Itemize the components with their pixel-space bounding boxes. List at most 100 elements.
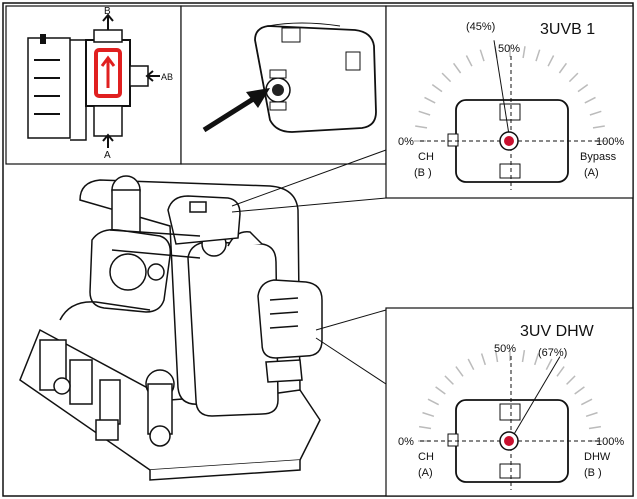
actuator-fin <box>269 311 299 315</box>
port-ab-pipe <box>129 65 149 87</box>
scale-tick <box>558 62 568 74</box>
bottom-connector-nut <box>149 425 171 447</box>
pct-mid-3uvb: 50% <box>498 43 520 55</box>
port-a-pipe <box>93 105 123 137</box>
actuator-clip <box>189 201 207 213</box>
pipe-left-bend <box>59 301 151 321</box>
position-needle-3uvdhw <box>509 356 561 442</box>
left-name-3uvb: CH <box>418 151 434 163</box>
actuator-knob-tab <box>269 69 287 79</box>
right-port-3uvb: (A) <box>584 167 599 179</box>
left-tab-3uvb <box>447 133 459 147</box>
drain-valve <box>53 377 71 395</box>
shaft-indicator-3uvdhw <box>504 436 514 446</box>
position-needle-3uvb <box>493 40 511 142</box>
scale-tick <box>431 83 443 93</box>
shaft-indicator-3uvb <box>504 136 514 146</box>
left-tab-3uvdhw <box>447 433 459 447</box>
scale-tick <box>545 358 553 371</box>
scale-tick <box>480 353 487 366</box>
actuator-top-ridge <box>267 22 341 27</box>
pct-mid-3uvdhw: 50% <box>494 343 516 355</box>
panel-3uvb: 3UVB 1 (45%) 50% 0% CH (B ) 100% Bypass … <box>385 5 634 199</box>
actuator-shaft-center <box>272 84 284 96</box>
scale-tick <box>418 425 432 430</box>
top-tab-3uvdhw <box>499 403 521 421</box>
hydraulic-group-illustration <box>19 175 323 481</box>
scale-tick <box>568 72 579 83</box>
leader-line-3uvb-bottom <box>231 197 387 213</box>
leader-line-dhw-bottom <box>315 337 387 385</box>
arrow-from-port-a <box>102 133 114 148</box>
highlighted-flow-path <box>94 48 122 98</box>
actuator-clip-side <box>345 51 361 71</box>
scale-tick <box>422 411 435 418</box>
flow-arrow-up-red <box>100 55 116 88</box>
scale-tick <box>533 353 540 366</box>
actuator-pin <box>40 34 46 44</box>
pct-left-3uvdhw: 0% <box>398 436 414 448</box>
bottom-tab-3uvb <box>499 163 521 179</box>
scale-tick <box>427 398 440 406</box>
valve-actuator-outline <box>27 37 71 139</box>
pct-right-3uvdhw: 100% <box>596 436 624 448</box>
dial-3uvb-scale <box>414 45 606 142</box>
actuator-fin <box>269 325 299 329</box>
left-port-3uvdhw: (A) <box>418 467 433 479</box>
panel-3uvdhw: 3UV DHW 50% (67%) 0% CH (A) 100% DHW (B … <box>385 307 634 497</box>
actuator-knob-tab <box>269 101 287 111</box>
left-fitting-2 <box>69 359 93 405</box>
pressure-gauge <box>147 263 165 281</box>
scale-tick <box>522 46 526 59</box>
arrow-from-port-ab <box>145 70 160 82</box>
scale-tick <box>535 49 541 62</box>
scale-tick <box>580 398 593 406</box>
fitting-3 <box>99 379 121 425</box>
scale-tick <box>585 411 598 418</box>
right-port-3uvdhw: (B ) <box>584 467 602 479</box>
scale-tick <box>547 55 555 67</box>
pct-mark-3uvdhw: (67%) <box>538 347 567 359</box>
scale-tick <box>574 386 585 395</box>
dial-3uvdhw-scale <box>418 349 602 442</box>
port-b-pipe <box>93 29 123 43</box>
scale-tick <box>479 49 485 62</box>
base-plate-edge <box>149 460 301 481</box>
actuator-detail <box>180 5 387 165</box>
scale-tick <box>452 62 462 74</box>
port-ab-label: AB <box>161 72 173 82</box>
scale-tick <box>444 375 454 385</box>
top-tab-3uvb <box>499 103 521 121</box>
left-port-3uvb: (B ) <box>414 167 432 179</box>
actuator-edge <box>254 39 271 121</box>
scale-tick <box>415 125 428 129</box>
left-name-3uvdhw: CH <box>418 451 434 463</box>
group-actuator-dhw <box>257 279 323 359</box>
front-tank <box>187 241 279 417</box>
pct-mark-3uvb: (45%) <box>466 21 495 33</box>
scale-tick <box>584 96 596 104</box>
manifold-pipes <box>109 229 201 259</box>
right-name-3uvb: Bypass <box>580 151 617 163</box>
pct-left-3uvb: 0% <box>398 136 414 148</box>
actuator-connector <box>265 359 303 383</box>
scale-tick <box>592 125 605 129</box>
right-name-3uvdhw: DHW <box>584 451 611 463</box>
bottom-tab-3uvdhw <box>499 463 521 479</box>
pointer-arrow-head <box>246 88 270 108</box>
scale-tick <box>556 366 565 377</box>
leader-line-dhw-top <box>315 309 387 331</box>
pointer-arrow-shaft <box>202 93 260 133</box>
port-a-label: A <box>104 150 111 161</box>
actuator-fin <box>269 297 299 301</box>
scale-tick <box>441 72 452 83</box>
panel-title-3uvb: 3UVB 1 <box>540 21 595 38</box>
scale-tick <box>455 366 464 377</box>
scale-tick <box>566 375 576 385</box>
scale-tick <box>589 110 602 116</box>
scale-tick <box>588 425 602 430</box>
scale-tick <box>467 358 475 371</box>
scale-tick <box>521 349 526 363</box>
scale-tick <box>577 83 589 93</box>
